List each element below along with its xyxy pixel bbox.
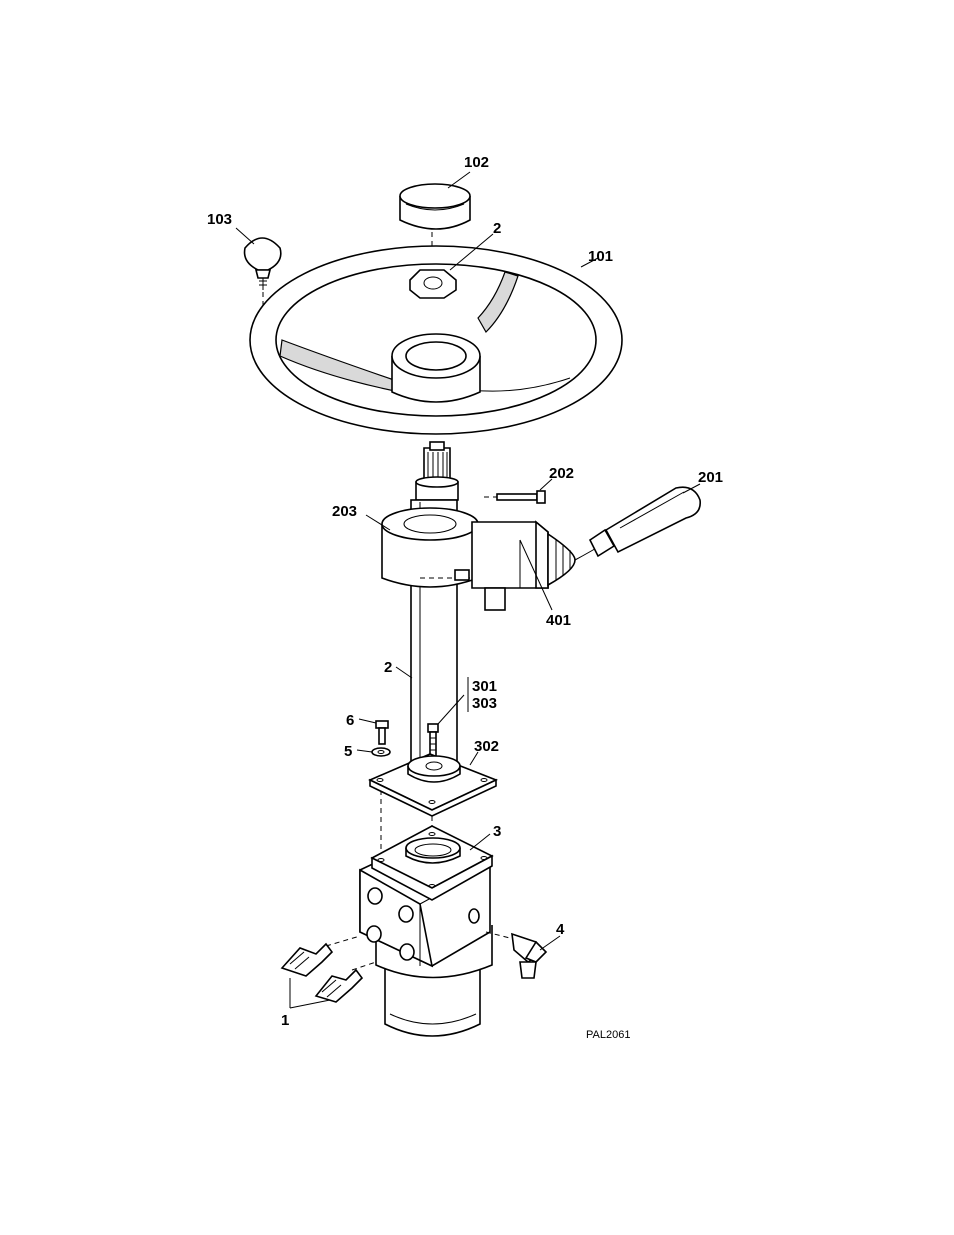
callout-102: 102 [464,154,489,171]
callout-202: 202 [549,465,574,482]
bolt-202 [484,478,553,504]
callout-2-column: 2 [384,659,392,676]
callout-401: 401 [546,612,571,629]
callout-2-top: 2 [493,220,501,237]
fittings-1 [280,935,377,1009]
callout-5: 5 [344,743,352,760]
callout-labels: 102 103 2 101 202 201 203 401 2 301 303 … [207,154,723,1041]
shaft-spline [415,441,459,501]
bolt-6 [358,718,389,745]
switch-housing-401 [471,520,576,611]
callout-4: 4 [556,921,565,938]
bolt-301-303 [427,677,469,759]
figure-code: PAL2061 [586,1029,630,1041]
callout-203: 203 [332,503,357,520]
callout-101: 101 [588,248,613,265]
horn-cap-102 [399,171,471,230]
nut-2-top [409,233,494,299]
elbow-fitting-4 [485,931,561,979]
steering-valve-3 [359,825,494,1037]
callout-201: 201 [698,469,723,486]
washer-5 [356,747,391,757]
callout-103: 103 [207,211,232,228]
flange-plate-302 [368,751,499,817]
callout-1: 1 [281,1012,289,1029]
clamp-203 [365,507,484,588]
callout-302: 302 [474,738,499,755]
steering-wheel-101 [249,245,623,435]
lever-201 [574,483,702,561]
callout-303: 303 [472,695,497,712]
callout-3: 3 [493,823,501,840]
callout-301: 301 [472,678,497,695]
callout-6: 6 [346,712,354,729]
